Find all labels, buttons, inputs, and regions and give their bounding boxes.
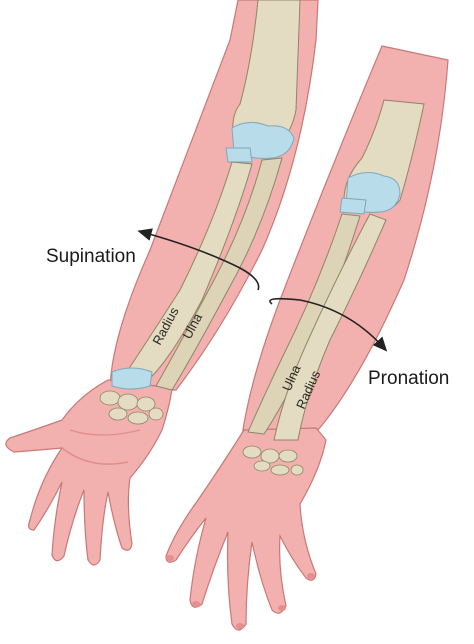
left-hand-skin <box>5 379 173 566</box>
left-carpal-bones <box>99 390 164 425</box>
right-radius-bone <box>273 213 387 441</box>
right-hand-skin <box>165 427 327 631</box>
left-arm: Radius Ulna <box>5 0 319 566</box>
right-carpal-bones <box>242 445 304 476</box>
pronation-label: Pronation <box>368 368 449 389</box>
left-ulna-bone <box>155 157 283 391</box>
supination-label: Supination <box>46 246 136 267</box>
right-arm: Ulna Radius <box>165 45 449 631</box>
supination-arrow <box>137 228 260 291</box>
pronation-arrow <box>269 297 388 352</box>
